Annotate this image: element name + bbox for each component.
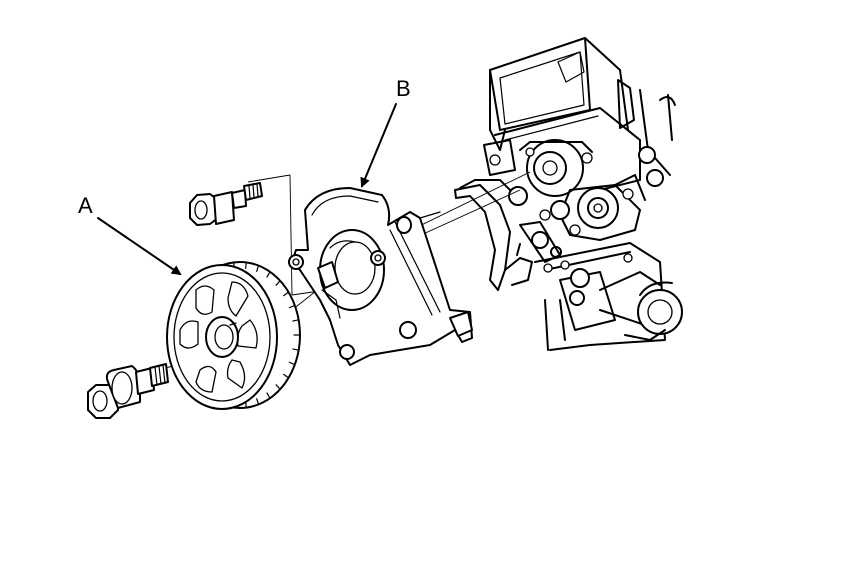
- timing-belt-back-cover: [288, 187, 473, 366]
- pulley-tooth: [245, 261, 247, 269]
- engine-block: [454, 37, 683, 351]
- pulley-tooth: [256, 398, 260, 406]
- pulley-tooth: [266, 392, 271, 399]
- callout-a: A: [78, 193, 182, 276]
- pulley-tooth: [275, 280, 281, 286]
- callout-label-b: B: [396, 76, 411, 101]
- pulley-tooth: [283, 373, 290, 379]
- pulley-tooth: [256, 264, 260, 272]
- pulley-tooth: [292, 348, 300, 351]
- pulley-tooth: [288, 361, 296, 366]
- pulley-tooth: [283, 291, 290, 297]
- callout-label-a: A: [78, 193, 93, 218]
- pulley-bolt: [87, 363, 169, 419]
- pulley-tooth: [275, 384, 281, 390]
- pulley-tooth: [292, 319, 300, 322]
- pulley-tooth: [288, 304, 296, 309]
- callout-b: B: [360, 76, 411, 188]
- pulley-tooth: [266, 271, 271, 278]
- upper-flange-bolt: [189, 182, 263, 226]
- camshaft-pulley: [166, 261, 301, 410]
